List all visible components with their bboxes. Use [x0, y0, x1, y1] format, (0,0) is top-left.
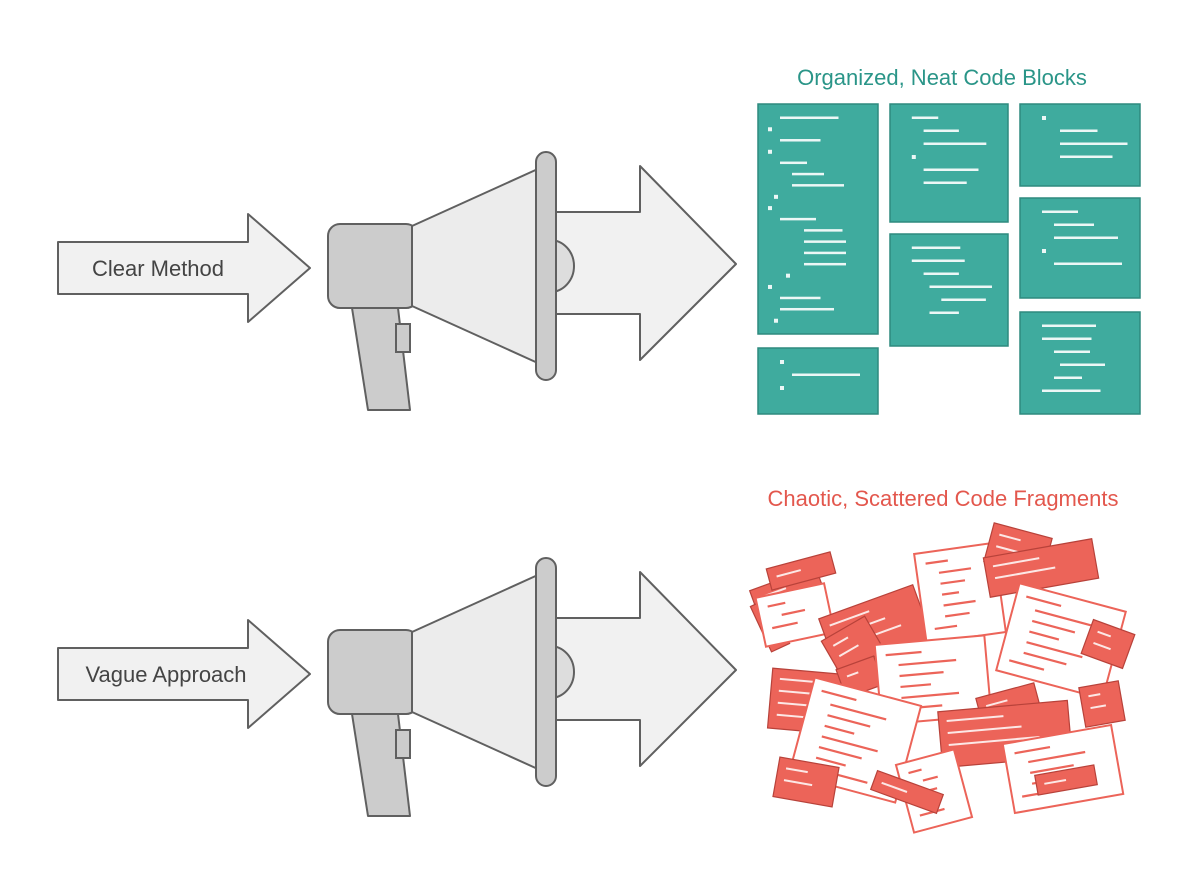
output-title: Organized, Neat Code Blocks	[797, 65, 1087, 90]
row-clear-method: Clear Method Organized, Neat Code Blocks	[57, 65, 1141, 415]
megaphone-icon	[327, 151, 575, 411]
code-fragment-icon	[1080, 618, 1136, 670]
chaotic-code-fragments	[748, 522, 1136, 834]
input-arrow-icon: Clear Method	[57, 213, 311, 323]
output-title: Chaotic, Scattered Code Fragments	[768, 486, 1119, 511]
input-label: Vague Approach	[85, 662, 246, 687]
code-fragment-icon	[912, 541, 1008, 645]
code-block-icon	[889, 103, 1009, 223]
code-block-icon	[757, 103, 879, 335]
code-fragment-icon	[765, 551, 837, 591]
code-block-icon	[1019, 103, 1141, 187]
input-arrow-icon: Vague Approach	[57, 619, 311, 729]
megaphone-icon	[327, 557, 575, 817]
code-block-icon	[1019, 311, 1141, 415]
code-fragment-icon	[982, 538, 1100, 598]
input-label: Clear Method	[92, 256, 224, 281]
code-block-icon	[1019, 197, 1141, 299]
code-fragment-icon	[754, 582, 836, 648]
code-fragment-icon	[820, 615, 886, 677]
row-vague-approach: Vague Approach Chaotic, Scattered Code F…	[57, 486, 1136, 834]
code-fragment-icon	[772, 756, 840, 808]
code-fragment-icon	[995, 582, 1127, 700]
code-fragment-icon	[869, 769, 945, 815]
code-fragment-icon	[1078, 680, 1126, 728]
organized-code-blocks	[757, 103, 1141, 415]
code-block-icon	[889, 233, 1009, 347]
code-fragment-icon	[1034, 764, 1098, 796]
code-block-icon	[757, 347, 879, 415]
